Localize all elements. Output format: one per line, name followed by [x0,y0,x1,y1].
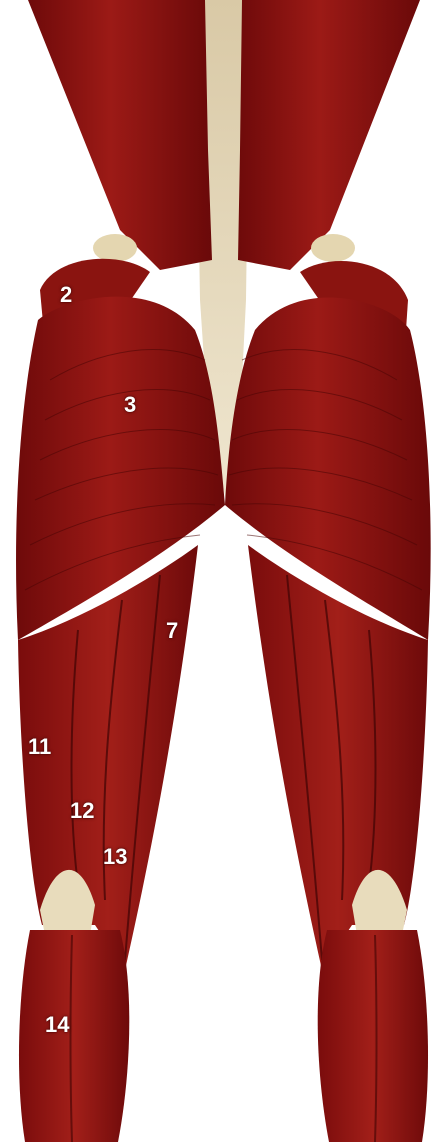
label-13: 13 [103,846,127,868]
left-calf [19,930,129,1142]
left-iliac-crest [93,234,137,262]
label-3: 3 [124,394,136,416]
left-back-muscle [28,0,212,270]
label-7: 7 [166,620,178,642]
right-back-muscle [238,0,420,270]
right-iliac-crest [311,234,355,262]
label-14: 14 [45,1014,69,1036]
label-11: 11 [28,736,51,758]
label-12: 12 [70,800,94,822]
right-calf [318,930,428,1142]
label-2: 2 [60,284,72,306]
left-gluteus-maximus [16,297,225,640]
